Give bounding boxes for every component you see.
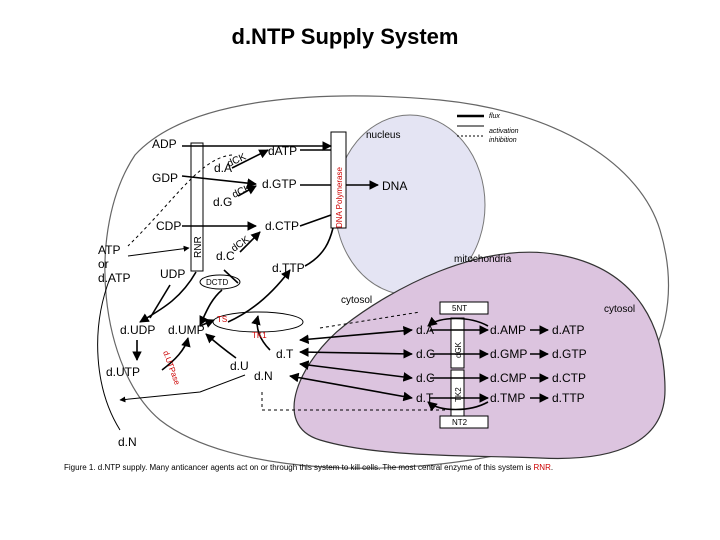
node-du: d.U bbox=[230, 359, 249, 373]
node-da: d.A bbox=[214, 161, 232, 175]
mito-monophosphate-3: d.TMP bbox=[490, 391, 525, 405]
edge-dt-tk1 bbox=[251, 315, 271, 351]
dna-polymerase-box bbox=[330, 131, 347, 229]
caption-end: . bbox=[551, 463, 553, 472]
ts-label: TS bbox=[217, 315, 227, 324]
edge-cytosol-mito-g bbox=[299, 347, 413, 359]
nucleus-label: nucleus bbox=[366, 130, 400, 141]
mito-nucleoside-0: d.A bbox=[416, 323, 434, 337]
edge-dashed-bottom bbox=[261, 392, 446, 411]
edge-dump-ts bbox=[199, 318, 215, 328]
edge-dutp-dump bbox=[161, 337, 191, 371]
node-adp: ADP bbox=[152, 137, 177, 151]
edge-outer-loop bbox=[97, 277, 121, 431]
mito-rows: d.A d.AMP d.ATP d.G d.GMP d.GTP d.C d.CMP d.CTP d… bbox=[416, 323, 587, 405]
node-dc: d.C bbox=[216, 249, 235, 263]
mito-nucleoside-1: d.G bbox=[416, 347, 435, 361]
edge-rnr-dudp bbox=[139, 271, 197, 323]
node-dgtp: d.GTP bbox=[262, 177, 297, 191]
mito-monophosphate-0: d.AMP bbox=[490, 323, 526, 337]
mito-nucleoside-2: d.C bbox=[416, 371, 435, 385]
edge-dc-dctp bbox=[239, 231, 261, 253]
dna-polymerase-label: DNA Polymerase bbox=[335, 167, 344, 228]
node-dutp: d.UTP bbox=[106, 365, 140, 379]
edge-cytosol-mito-t bbox=[289, 372, 413, 402]
edge-dctp-pol bbox=[299, 214, 332, 227]
edge-dashed-top bbox=[319, 311, 421, 329]
mito-triphosphate-0: d.ATP bbox=[552, 323, 584, 337]
diagram-title: d.NTP Supply System bbox=[232, 24, 459, 49]
edge-da-datp bbox=[231, 149, 269, 169]
edge-dg-dgtp bbox=[237, 185, 257, 197]
node-udp: UDP bbox=[160, 267, 185, 281]
edge-gdp-dgtp bbox=[181, 175, 257, 188]
enzyme-tk2-label: TK2 bbox=[454, 387, 463, 402]
mito-nucleoside-3: d.T bbox=[416, 391, 434, 405]
tk1-label: TK1 bbox=[252, 331, 267, 340]
edge-atp-rnr bbox=[127, 245, 190, 257]
node-cdp: CDP bbox=[156, 219, 181, 233]
legend-flux: flux bbox=[489, 113, 500, 120]
cytosol-label-left: cytosol bbox=[341, 295, 372, 306]
mito-triphosphate-1: d.GTP bbox=[552, 347, 587, 361]
caption-text: Figure 1. d.NTP supply. Many anticancer … bbox=[64, 463, 534, 472]
node-dudp: d.UDP bbox=[120, 323, 155, 337]
caption-highlight: RNR bbox=[534, 463, 552, 472]
mito-edge-5nt-loop bbox=[427, 316, 489, 327]
mito-monophosphate-1: d.GMP bbox=[490, 347, 527, 361]
rnr-label: RNR bbox=[193, 236, 204, 258]
dctd-label: DCTD bbox=[206, 278, 228, 287]
ts-enzyme bbox=[212, 311, 304, 333]
mito-edge-nt2-loop bbox=[427, 401, 489, 412]
enzyme-5nt-box bbox=[439, 301, 489, 315]
figure-caption: Figure 1. d.NTP supply. Many anticancer … bbox=[64, 463, 553, 472]
node-dna: DNA bbox=[382, 179, 407, 193]
node-dt-center: d.T bbox=[276, 347, 294, 361]
enzyme-5nt-label: 5NT bbox=[452, 304, 467, 313]
dctd-enzyme bbox=[199, 274, 241, 290]
node-dg: d.G bbox=[213, 195, 232, 209]
rnr-box bbox=[190, 142, 204, 272]
legend-activation: activation bbox=[489, 128, 519, 135]
node-dn-center: d.N bbox=[254, 369, 273, 383]
edge-udp-dudp bbox=[149, 284, 171, 319]
node-dctp: d.CTP bbox=[265, 219, 299, 233]
edge-dttp-pol bbox=[304, 227, 334, 267]
mito-monophosphate-2: d.CMP bbox=[490, 371, 527, 385]
node-dn-bottom: d.N bbox=[118, 435, 137, 449]
mitochondria-label: mitochondria bbox=[454, 254, 512, 265]
node-dump: d.UMP bbox=[168, 323, 205, 337]
mito-triphosphate-3: d.TTP bbox=[552, 391, 585, 405]
edge-ts-dttp bbox=[227, 269, 291, 323]
legend-inhibition: inhibition bbox=[489, 137, 517, 144]
enzyme-dgk-label: dGK bbox=[454, 341, 463, 358]
edge-dn-left bbox=[119, 374, 246, 403]
node-datp: dATP bbox=[268, 144, 297, 158]
edge-datp-feedback bbox=[127, 154, 233, 247]
edge-dctd-dump bbox=[199, 289, 223, 326]
cytosol-label-right: cytosol bbox=[604, 304, 635, 315]
node-dttp: d.TTP bbox=[272, 261, 305, 275]
node-gdp: GDP bbox=[152, 171, 178, 185]
edge-cytosol-mito-a bbox=[299, 325, 413, 345]
enzyme-nt2-box bbox=[439, 415, 489, 429]
mito-triphosphate-2: d.CTP bbox=[552, 371, 586, 385]
edge-du-dump bbox=[205, 333, 237, 359]
enzyme-nt2-label: NT2 bbox=[452, 418, 468, 427]
